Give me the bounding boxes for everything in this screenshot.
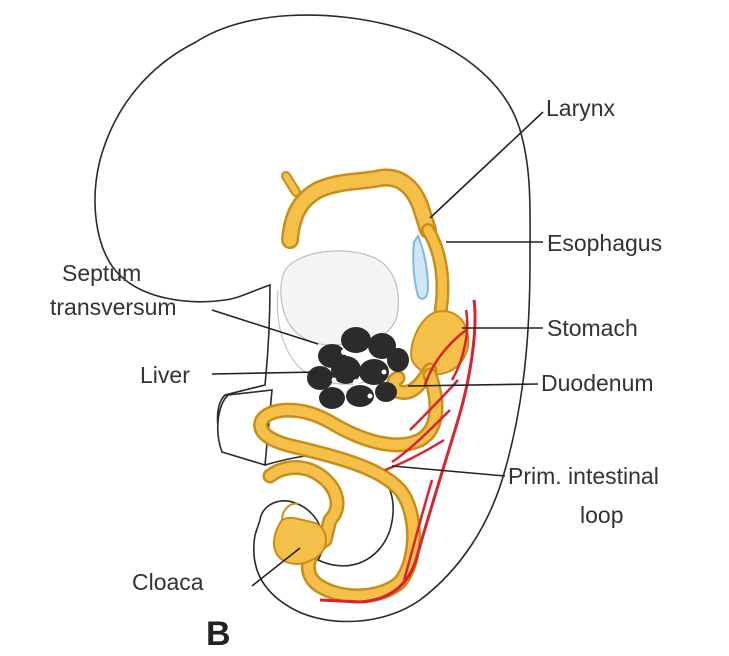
heart-region [281, 251, 399, 345]
panel-letter: B [206, 615, 231, 651]
label-liver: Liver [140, 362, 190, 388]
label-cloaca: Cloaca [132, 569, 204, 595]
label-duodenum: Duodenum [541, 370, 654, 396]
label-septum-line2: transversum [50, 294, 177, 320]
label-septum-line1: Septum [62, 260, 141, 286]
label-intestinal-line2: loop [580, 502, 623, 528]
label-intestinal-line1: Prim. intestinal [508, 463, 659, 489]
label-larynx: Larynx [546, 95, 616, 121]
label-stomach: Stomach [547, 315, 638, 341]
label-esophagus: Esophagus [547, 230, 662, 256]
cloaca-shape [274, 518, 326, 564]
